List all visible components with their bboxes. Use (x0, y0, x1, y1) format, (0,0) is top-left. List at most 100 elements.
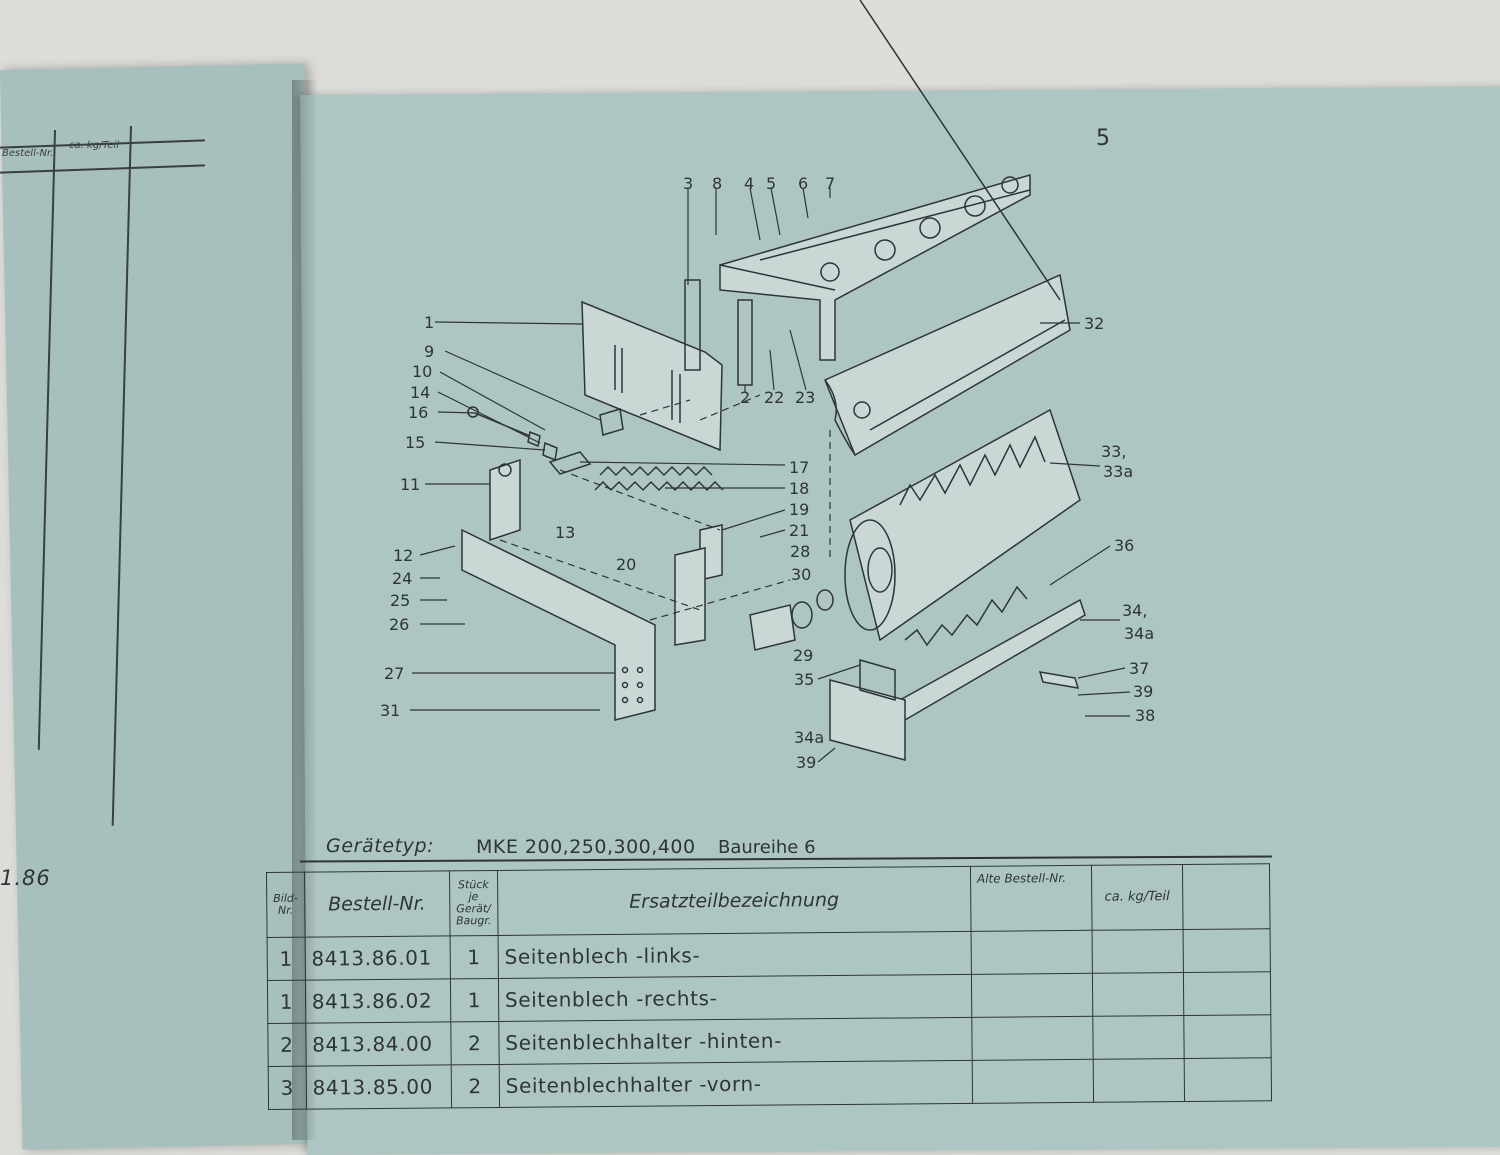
callout: 7 (825, 174, 835, 193)
cell-desc: Seitenblech -rechts- (498, 974, 972, 1022)
roller-cage (824, 0, 1071, 457)
callout: 13 (555, 523, 575, 542)
cell-extra (1182, 928, 1271, 973)
table-row: 3 8413.85.00 2 Seitenblechhalter -vorn- (268, 1057, 1272, 1110)
callout: 29 (793, 646, 813, 665)
callout: 20 (616, 555, 636, 574)
cell-old (971, 973, 1093, 1018)
callout: 26 (389, 615, 409, 634)
star-roller (844, 408, 1081, 647)
adjust-plate (674, 547, 706, 646)
col-order-no: Bestell-Nr. (304, 870, 450, 938)
callout: 19 (789, 500, 809, 519)
bracket-rear (737, 299, 753, 386)
side-plate (581, 300, 723, 452)
cell-weight (1091, 929, 1184, 974)
col-old-order-no: Alte Bestell-Nr. (970, 865, 1092, 932)
col-pic-no: Bild-Nr. (266, 872, 305, 938)
col-qty: Stück je Gerät/ Baugr. (449, 870, 498, 936)
callout: 30 (791, 565, 811, 584)
cell-extra (1184, 1057, 1272, 1102)
spring (599, 465, 713, 477)
callout: 12 (393, 546, 413, 565)
bushing (542, 441, 558, 462)
cell-order: 8413.84.00 (305, 1021, 451, 1067)
parts-table: Bild-Nr. Bestell-Nr. Stück je Gerät/ Bau… (266, 863, 1272, 1110)
callout: 35 (794, 670, 814, 689)
side-arm (461, 528, 656, 721)
callout: 16 (408, 403, 428, 422)
callout: 17 (789, 458, 809, 477)
cell-desc: Seitenblech -links- (497, 931, 972, 979)
callout: 32 (1084, 314, 1104, 333)
callout: 8 (712, 174, 722, 193)
callout: 31 (380, 701, 400, 720)
cell-extra (1183, 1014, 1272, 1059)
seal-ring (816, 589, 834, 611)
cell-qty: 1 (449, 935, 499, 979)
cell-weight (1092, 1015, 1185, 1060)
callout: 38 (1135, 706, 1155, 725)
callout: 18 (789, 479, 809, 498)
bearing-housing (749, 604, 796, 651)
callout: 5 (766, 174, 776, 193)
cell-desc: Seitenblechhalter -vorn- (499, 1060, 973, 1108)
left-page-date: 1.86 (0, 866, 51, 890)
cell-qty: 2 (450, 1064, 500, 1108)
bracket-front (684, 279, 701, 371)
callout: 34, (1122, 601, 1147, 620)
table-header-row: Bild-Nr. Bestell-Nr. Stück je Gerät/ Bau… (266, 863, 1270, 938)
cell-order: 8413.86.01 (304, 935, 451, 981)
cell-old (970, 930, 1093, 975)
cell-old (971, 1016, 1094, 1061)
callout: 34a (794, 728, 824, 747)
cell-pic: 3 (268, 1066, 307, 1110)
cell-weight (1093, 1058, 1185, 1103)
bearing (791, 601, 813, 629)
cell-old (972, 1059, 1094, 1104)
cell-desc: Seitenblechhalter -hinten- (498, 1017, 973, 1065)
callout: 9 (424, 342, 434, 361)
callout: 10 (412, 362, 432, 381)
scraper-bar (829, 598, 1086, 761)
callout: 24 (392, 569, 412, 588)
page-number: 5 (1096, 126, 1110, 151)
callout: 34a (1124, 624, 1154, 643)
callout: 37 (1129, 659, 1149, 678)
cell-order: 8413.85.00 (305, 1064, 452, 1110)
callout: 21 (789, 521, 809, 540)
callout: 39 (796, 753, 816, 772)
callout: 1 (424, 313, 434, 332)
callout: 14 (410, 383, 430, 402)
cell-pic: 1 (267, 937, 306, 981)
callout: 22 (764, 388, 784, 407)
cell-pic: 2 (267, 1023, 306, 1067)
callout: 3 (683, 174, 693, 193)
callout: 33, (1101, 442, 1126, 461)
callout: 15 (405, 433, 425, 452)
callout: 4 (744, 174, 754, 193)
callout-labels: 3 8 4 5 6 7 1 9 10 14 16 15 11 12 24 25 … (380, 174, 1155, 772)
cell-pic: 1 (267, 980, 306, 1024)
left-col-order-header: Bestell-Nr. (2, 148, 54, 159)
callout: 23 (795, 388, 815, 407)
callout: 11 (400, 475, 420, 494)
device-model: MKE 200,250,300,400 (476, 836, 696, 858)
cell-qty: 1 (450, 978, 499, 1022)
callout: 6 (798, 174, 808, 193)
device-series: Baureihe 6 (718, 837, 816, 858)
callout: 39 (1133, 682, 1153, 701)
link-plate (548, 451, 592, 475)
scraper-blade (1038, 671, 1080, 689)
spring (594, 480, 724, 492)
col-description: Ersatzteilbezeichnung (497, 866, 971, 936)
left-col-weight-header: ca. kg/Teil (68, 140, 120, 151)
callout: 25 (390, 591, 410, 610)
roller-frame-beam (719, 174, 1031, 361)
cell-weight (1092, 972, 1184, 1017)
callout: 2 (740, 388, 750, 407)
exploded-parts-diagram: 3 8 4 5 6 7 1 9 10 14 16 15 11 12 24 25 … (380, 0, 1155, 772)
clamp-plate (599, 408, 624, 436)
book-fold (292, 80, 318, 1140)
col-extra (1182, 863, 1270, 930)
